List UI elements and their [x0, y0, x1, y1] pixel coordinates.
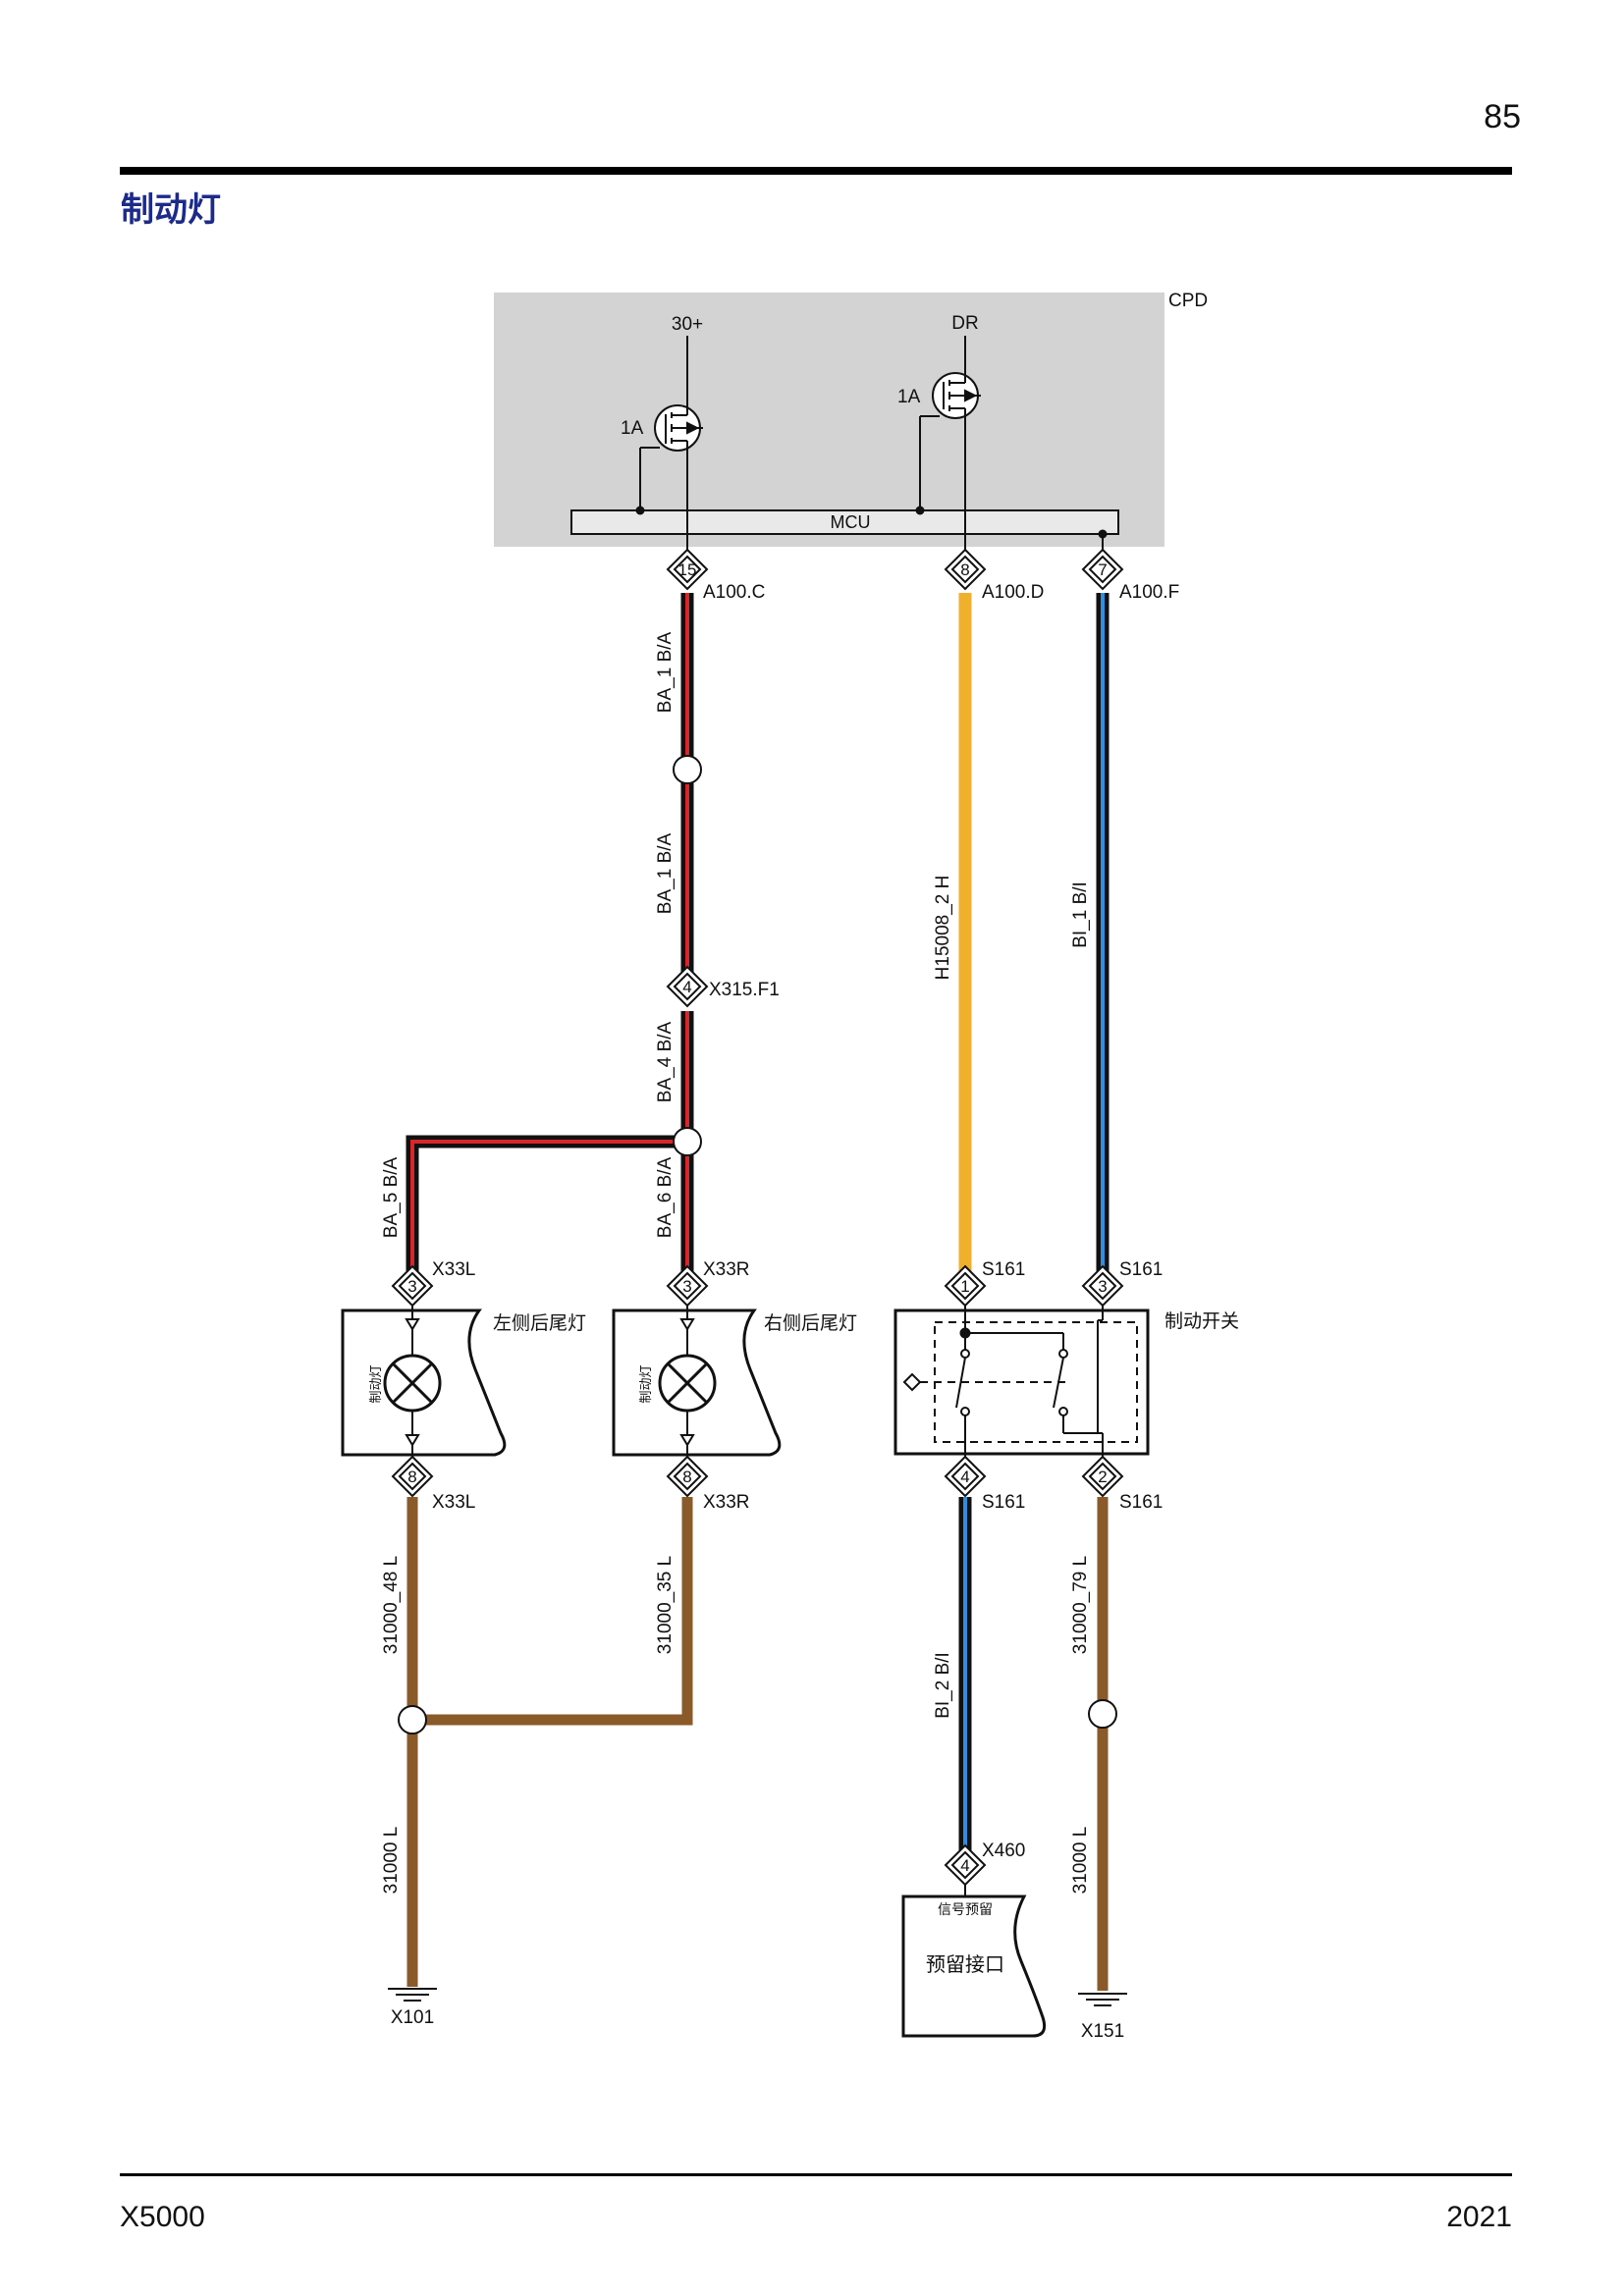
splice-points	[398, 755, 1117, 1735]
label-a100d: A100.D	[982, 582, 1044, 603]
connector-names: A100.C A100.D A100.F X315.F1 X33L X33R S…	[432, 582, 1179, 1861]
lamp-icon	[658, 1306, 717, 1457]
mcu-bus-label: MCU	[831, 512, 871, 532]
label-x315: X315.F1	[709, 980, 780, 1000]
label-x33r-out: X33R	[703, 1492, 750, 1513]
footer-rule	[120, 2173, 1512, 2176]
wire-label-h15008: H15008_2 H	[933, 876, 953, 981]
label-x460: X460	[982, 1841, 1025, 1861]
brake-switch: 制动开关	[893, 1306, 1239, 1457]
connector-s161-4	[944, 1455, 987, 1498]
header-rule	[120, 167, 1512, 175]
cpd-module-box	[494, 293, 1164, 547]
ground-left-icon	[388, 1988, 437, 2002]
wire-label-gnd79: 31000_79 L	[1070, 1556, 1091, 1654]
ground-right-icon	[1078, 1993, 1127, 2006]
wire-label-gnd35: 31000_35 L	[655, 1556, 676, 1654]
splice-ba-branch	[673, 1127, 702, 1156]
power-switch-2-icon	[919, 336, 981, 554]
fuse-2-label: 1A	[897, 387, 921, 407]
label-s161-1: S161	[982, 1259, 1025, 1280]
pin-a100f: 7	[1098, 561, 1107, 579]
label-x33r-in: X33R	[703, 1259, 750, 1280]
label-x33l-out: X33L	[432, 1492, 475, 1513]
splice-ba1	[673, 755, 702, 784]
wire-labels: BA_1 B/A BA_1 B/A BA_4 B/A BA_5 B/A BA_6…	[381, 631, 1091, 1894]
mcu-junction-1	[635, 506, 645, 515]
connector-a100c	[666, 548, 709, 591]
brake-switch-label: 制动开关	[1164, 1310, 1239, 1332]
connector-s161-2	[1081, 1455, 1124, 1498]
connector-a100f	[1081, 548, 1124, 591]
switch-contacts-icon	[902, 1306, 1104, 1457]
wire-label-gnd-left: 31000 L	[381, 1827, 402, 1895]
ground-left-label: X101	[391, 2007, 434, 2028]
pin-x33r-out: 8	[682, 1468, 691, 1486]
connector-diamonds	[391, 548, 1124, 1887]
pin-s161-4: 4	[960, 1468, 969, 1486]
mcu-bus	[570, 509, 1119, 535]
lamp-icon	[383, 1306, 442, 1457]
pin-s161-1: 1	[960, 1277, 969, 1296]
label-x33l-in: X33L	[432, 1259, 475, 1280]
wire-label-gnd-right: 31000 L	[1070, 1827, 1091, 1895]
wire-label-bi2: BI_2 B/I	[933, 1652, 953, 1719]
footer-model: X5000	[120, 2201, 205, 2233]
right-rear-lamp: 右侧后尾灯 制动灯	[612, 1306, 857, 1457]
label-a100c: A100.C	[703, 582, 765, 603]
cpd-module-name: CPD	[1168, 291, 1208, 311]
connector-s161-3	[1081, 1264, 1124, 1308]
right-lamp-inner-label: 制动灯	[639, 1364, 654, 1403]
wire-ba-group	[406, 593, 694, 1272]
connector-x315	[666, 965, 709, 1008]
pin-x460: 4	[960, 1856, 969, 1875]
reserved-label: 预留接口	[926, 1952, 1004, 1976]
pin-s161-3: 3	[1098, 1277, 1107, 1296]
left-rear-lamp: 左侧后尾灯 制动灯	[341, 1306, 586, 1457]
right-lamp-label: 右侧后尾灯	[764, 1312, 857, 1334]
fuse-1-label: 1A	[621, 418, 644, 439]
pin-a100d: 8	[960, 561, 969, 579]
label-s161-3: S161	[1119, 1259, 1163, 1280]
pin-x33l-out: 8	[407, 1468, 416, 1486]
splice-ground-left	[398, 1705, 427, 1735]
reserved-sub-label: 信号预留	[938, 1902, 993, 1918]
connector-x33r-out	[666, 1455, 709, 1498]
reserved-interface: 信号预留 预留接口	[901, 1885, 1047, 2038]
label-s161-4: S161	[982, 1492, 1025, 1513]
pin-a100c: 15	[678, 561, 697, 579]
connector-x33l-out	[391, 1455, 434, 1498]
splice-ground-right	[1088, 1699, 1117, 1729]
pin-x33r-in: 3	[682, 1277, 691, 1296]
wire-label-gnd48: 31000_48 L	[381, 1556, 402, 1654]
wire-label-ba1-lower: BA_1 B/A	[655, 832, 676, 914]
cpd-module: CPD MCU 30+ DR 1A	[494, 291, 1208, 554]
footer-year: 2021	[1446, 2201, 1512, 2233]
wire-label-ba6: BA_6 B/A	[655, 1156, 676, 1238]
power-switch-1-icon	[639, 336, 703, 554]
page-number: 85	[1484, 98, 1521, 135]
wire-label-ba5: BA_5 B/A	[381, 1156, 402, 1238]
pin-s161-2: 2	[1098, 1468, 1107, 1486]
section-title: 制动灯	[121, 190, 221, 230]
supply-30-label: 30+	[672, 314, 703, 335]
wire-label-ba4: BA_4 B/A	[655, 1021, 676, 1102]
pin-x33l-in: 3	[407, 1277, 416, 1296]
left-lamp-inner-label: 制动灯	[369, 1364, 384, 1403]
supply-dr-label: DR	[951, 313, 978, 334]
connector-x460	[944, 1843, 987, 1887]
ground-right-label: X151	[1081, 2021, 1124, 2042]
mcu-junction-3	[1098, 529, 1108, 539]
left-lamp-label: 左侧后尾灯	[493, 1312, 586, 1334]
label-a100f: A100.F	[1119, 582, 1179, 603]
wire-label-ba1-upper: BA_1 B/A	[655, 631, 676, 713]
mcu-junction-2	[915, 506, 925, 515]
connector-a100d	[944, 548, 987, 591]
pin-x315: 4	[682, 978, 691, 996]
wire-label-bi1: BI_1 B/I	[1070, 881, 1091, 948]
pin-numbers: 15 8 7 4 3 3 1 3 8 8 4 2 4	[407, 561, 1107, 1875]
label-s161-2: S161	[1119, 1492, 1163, 1513]
wire-ground-group	[406, 1497, 1109, 1991]
